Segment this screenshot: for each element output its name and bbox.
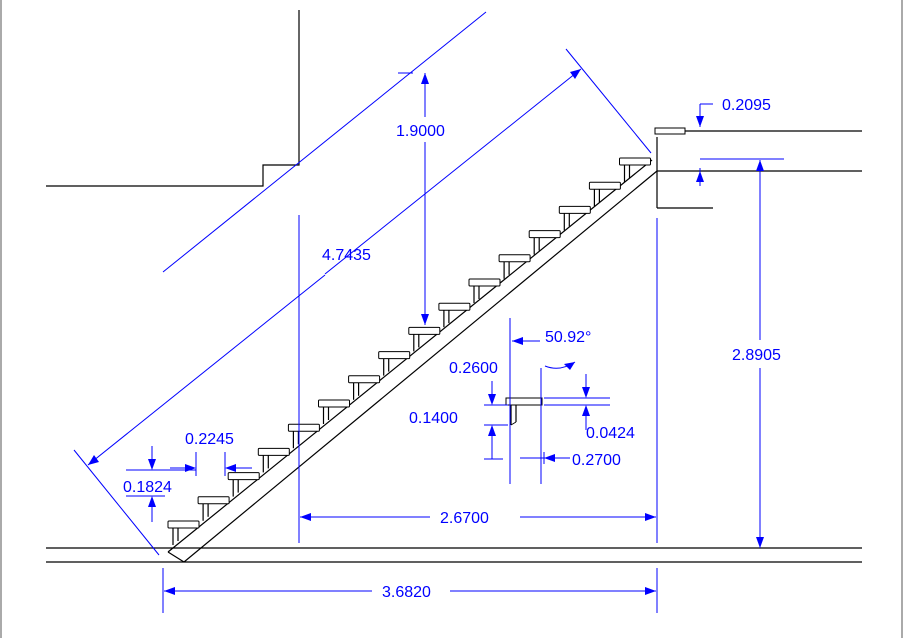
stair-tread: [558, 205, 591, 214]
stair-tread: [257, 447, 290, 456]
stair-tread: [438, 302, 471, 311]
tread-detail: [505, 397, 543, 426]
stair-tread: [287, 423, 320, 432]
arrowhead: [185, 464, 196, 472]
dimension-arrowheads: [88, 69, 764, 595]
dim-label-rise-clearance: 1.9000: [396, 123, 445, 140]
dim-label-stair-length: 4.7435: [322, 247, 371, 264]
arrowhead: [756, 537, 764, 548]
arrowhead: [421, 73, 429, 84]
dim-label-tread-depth: 0.2700: [572, 452, 621, 469]
stair-tread: [197, 496, 230, 505]
arrowhead: [164, 587, 175, 595]
stringer-foot: [167, 551, 185, 563]
arrowhead: [696, 116, 704, 127]
dim-label-landing-run: 2.6700: [440, 510, 489, 527]
length-extension-top: [565, 48, 652, 154]
stair-tread: [468, 278, 501, 287]
landing-nosing: [654, 127, 686, 135]
upper-wall-outline: [46, 10, 300, 187]
arrowhead: [582, 387, 590, 398]
dimension-labels: 0.2095 1.9000 4.7435 2.8905 50.92° 0.260…: [123, 97, 781, 601]
stair-steps: [167, 157, 651, 545]
stair-tread: [408, 326, 441, 335]
arrowhead: [582, 405, 590, 416]
arrowhead: [512, 337, 523, 345]
length-dim-line-lower: [87, 274, 326, 466]
length-extension-bottom: [73, 449, 160, 556]
stair-tread: [588, 181, 621, 190]
stringer-bottom-edge: [183, 170, 658, 563]
structure-geometry: [46, 10, 862, 563]
stair-tread: [167, 520, 200, 529]
length-dim-line-upper: [324, 68, 582, 275]
arrowhead: [756, 160, 764, 171]
dim-label-total-rise: 2.8905: [732, 347, 781, 364]
tread-detail-board: [505, 397, 543, 406]
stair-tread: [227, 472, 260, 481]
arrowhead: [645, 513, 656, 521]
stair-tread: [619, 157, 651, 166]
arrowhead: [564, 362, 575, 370]
arrowhead: [148, 496, 156, 507]
dim-label-total-run: 3.6820: [382, 584, 431, 601]
arrowhead: [544, 454, 555, 462]
dim-label-step-rise: 0.1824: [123, 479, 172, 496]
arrowhead: [645, 587, 656, 595]
arrowhead: [488, 425, 496, 436]
tread-detail-post-bottom: [510, 421, 517, 426]
stair-tread: [348, 375, 381, 384]
dim-label-angle: 50.92°: [545, 329, 591, 346]
arrowhead: [488, 394, 496, 405]
stair-tread: [498, 254, 531, 263]
dim-label-nosing-height: 0.2600: [449, 360, 498, 377]
arrowhead: [570, 69, 581, 79]
arrowhead: [88, 455, 99, 465]
dim-label-tread-detail-height: 0.1400: [409, 410, 458, 427]
dim-label-top-offset: 0.2095: [722, 97, 771, 114]
arrowhead: [421, 314, 429, 325]
stair-tread: [318, 399, 350, 408]
dim-label-tread-thickness: 0.0424: [586, 425, 635, 442]
dim-label-step-run: 0.2245: [185, 431, 234, 448]
arrowhead: [148, 459, 156, 470]
arrowhead: [225, 464, 236, 472]
stair-tread: [378, 351, 411, 360]
stair-tread: [528, 230, 561, 239]
clearance-diagonal-line: [162, 11, 487, 273]
arrowhead: [300, 513, 311, 521]
arrowhead: [696, 171, 704, 182]
